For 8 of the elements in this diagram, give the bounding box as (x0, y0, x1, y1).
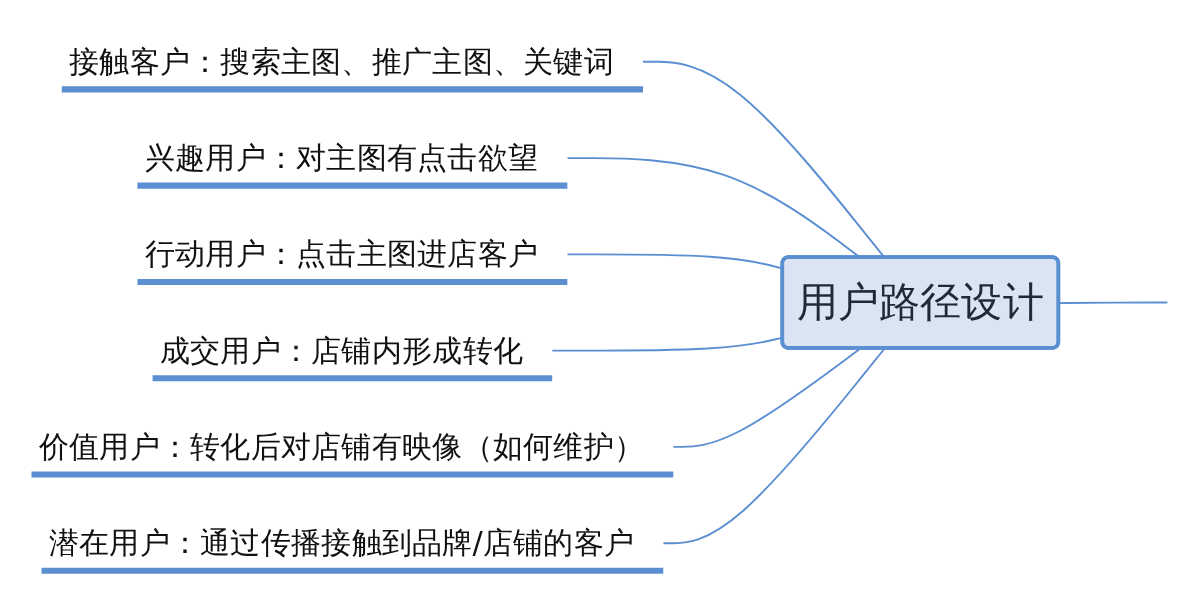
node-text: 兴趣用户：对主图有点击欲望 (144, 140, 539, 176)
node-text: 价值用户：转化后对店铺有映像（如何维护） (38, 429, 645, 465)
node-text: 接触客户：搜索主图、推广主图、关键词 (69, 43, 614, 80)
node-text: 潜在用户：通过传播接触到品牌/店铺的客户 (48, 525, 635, 561)
node-text: 成交用户：店铺内形成转化 (159, 332, 524, 368)
connector (672, 347, 862, 448)
node-text: 行动用户：点击主图进店客户 (144, 236, 539, 272)
connector (662, 347, 886, 545)
